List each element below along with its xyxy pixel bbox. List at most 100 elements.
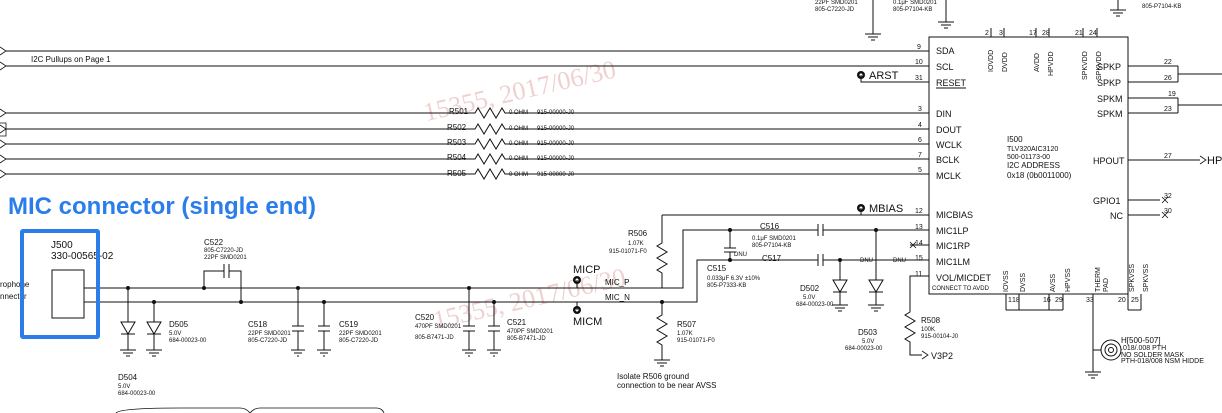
svg-text:MIC1LP: MIC1LP: [936, 226, 969, 236]
svg-text:AVSS: AVSS: [1050, 274, 1057, 292]
svg-text:SPKVDD: SPKVDD: [1096, 51, 1103, 80]
svg-text:13: 13: [915, 224, 923, 231]
svg-text:PTH-018/008 NSM HIDDE: PTH-018/008 NSM HIDDE: [1121, 358, 1204, 365]
svg-text:2: 2: [985, 30, 989, 37]
svg-text:nnector: nnector: [0, 292, 27, 301]
series-resistor-block: R501 R502 R503 R504 R505 0 OHM 915-00000…: [6, 107, 929, 180]
top-right-pn: 805-P7104-KB: [1142, 4, 1181, 10]
c515: DNU C515 0.033μF 6.3V ±10% 805-P7333-KB: [707, 228, 761, 289]
svg-text:3: 3: [999, 30, 1003, 37]
svg-text:5: 5: [918, 167, 922, 174]
svg-text:1.07K: 1.07K: [677, 331, 693, 337]
ic-addr-label: I2C ADDRESS: [1007, 161, 1060, 170]
ic-right-pins: 22 26 19 23 27 32 30 SPKP SPKP SPKM SPKM…: [1093, 59, 1222, 221]
svg-text:DIN: DIN: [936, 109, 952, 119]
svg-text:C515: C515: [707, 264, 727, 273]
svg-text:17: 17: [1029, 30, 1037, 37]
svg-text:915-00104-J0: 915-00104-J0: [921, 334, 959, 340]
svg-text:10: 10: [915, 59, 923, 66]
svg-text:MIC_N: MIC_N: [605, 293, 630, 302]
svg-text:NC: NC: [1110, 211, 1123, 221]
svg-text:RESET: RESET: [936, 78, 967, 88]
top-cap-a-value: 22PF SMD0201: [815, 0, 858, 6]
svg-text:SPKVSS: SPKVSS: [1143, 264, 1150, 292]
svg-text:DNU: DNU: [860, 258, 873, 264]
svg-text:.018/.008 PTH: .018/.008 PTH: [1121, 345, 1166, 352]
svg-text:0 OHM: 0 OHM: [509, 126, 528, 132]
svg-text:NO SOLDER MASK: NO SOLDER MASK: [1121, 352, 1184, 359]
svg-text:32: 32: [1164, 193, 1172, 200]
svg-text:0.033μF 6.3V ±10%: 0.033μF 6.3V ±10%: [707, 276, 761, 282]
svg-text:R501: R501: [449, 107, 469, 116]
svg-text:27: 27: [1164, 153, 1172, 160]
svg-text:AVDD: AVDD: [1034, 53, 1041, 72]
svg-text:MICBIAS: MICBIAS: [936, 210, 973, 220]
svg-text:SDA: SDA: [936, 46, 955, 56]
svg-text:805-C7220-JD: 805-C7220-JD: [204, 248, 244, 254]
svg-text:33: 33: [1086, 297, 1094, 304]
svg-text:THERM: THERM: [1095, 267, 1102, 292]
svg-text:1: 1: [1008, 297, 1012, 304]
c516-val: 0.1μF SMD0201: [752, 236, 796, 242]
ground-symbol: [865, 0, 881, 41]
svg-text:WCLK: WCLK: [936, 140, 962, 150]
codec-ic-body: [928, 36, 1129, 295]
svg-text:J500: J500: [51, 240, 73, 251]
mic-lines: MIC_P MIC_N MICP MICM: [98, 224, 929, 328]
svg-text:915-01071-F0: 915-01071-F0: [609, 249, 647, 255]
svg-text:5.0V: 5.0V: [803, 295, 815, 301]
svg-text:5.0V: 5.0V: [862, 339, 874, 345]
ic-part: TLV320AIC3120: [1007, 146, 1058, 153]
svg-text:C519: C519: [339, 320, 359, 329]
svg-text:22PF SMD0201: 22PF SMD0201: [204, 255, 247, 261]
svg-text:R502: R502: [447, 123, 467, 132]
svg-text:R508: R508: [921, 316, 941, 325]
r508: R508 100K 915-00104-J0 V3P2: [904, 275, 959, 361]
i2c-wires: [6, 50, 929, 83]
svg-text:805-P7333-KB: 805-P7333-KB: [707, 283, 746, 289]
port-arrows: [0, 46, 7, 179]
svg-text:684-00023-00: 684-00023-00: [118, 391, 156, 397]
svg-text:IOVSS: IOVSS: [1003, 270, 1010, 292]
c516-pn: 805-P7104-KB: [752, 243, 791, 249]
r507: R507 1.07K 915-01071-F0: [654, 300, 715, 367]
svg-text:MIC1LM: MIC1LM: [936, 257, 970, 267]
ic-ref: I500: [1007, 135, 1023, 144]
svg-text:SPKVSS: SPKVSS: [1129, 264, 1136, 292]
svg-text:915-00000-J0: 915-00000-J0: [537, 156, 575, 162]
ic-top-pins: 2 3 17 28 21 24 IOVDD DVDD AVDD HPVDD SP…: [985, 28, 1103, 80]
svg-text:H[500-507]: H[500-507]: [1121, 336, 1161, 345]
top-cap-b-value: 0.1μF SMD0201: [893, 0, 937, 6]
svg-text:C518: C518: [248, 320, 268, 329]
svg-text:MIC_P: MIC_P: [605, 278, 629, 287]
svg-text:22PF SMD0201: 22PF SMD0201: [339, 331, 382, 337]
i2c-note: I2C Pullups on Page 1: [31, 55, 111, 64]
svg-text:R505: R505: [447, 169, 467, 178]
svg-text:25: 25: [1131, 297, 1139, 304]
connect-to-avdd-note: CONNECT TO AVDD: [932, 286, 990, 292]
svg-text:DNU: DNU: [734, 252, 747, 258]
svg-text:R506: R506: [628, 229, 648, 238]
svg-text:23: 23: [1164, 106, 1172, 113]
esd-diodes-connector: D505 5.0V 684-00023-00 D504 5.0V 684-000…: [118, 286, 207, 397]
svg-text:SPKP: SPKP: [1097, 62, 1121, 72]
svg-text:D504: D504: [118, 373, 138, 382]
svg-text:0 OHM: 0 OHM: [509, 156, 528, 162]
svg-text:805-B7471-JD: 805-B7471-JD: [415, 335, 454, 341]
svg-text:D505: D505: [169, 320, 189, 329]
svg-text:MBIAS: MBIAS: [869, 203, 903, 215]
svg-text:0 OHM: 0 OHM: [509, 110, 528, 116]
isolate-note-1: Isolate R506 ground: [617, 372, 689, 381]
isolate-note-2: connection to be near AVSS: [617, 381, 716, 390]
svg-text:1.07K: 1.07K: [628, 241, 644, 247]
svg-text:16: 16: [1043, 297, 1051, 304]
svg-text:11: 11: [915, 271, 922, 278]
svg-text:18: 18: [1012, 297, 1020, 304]
svg-text:28: 28: [1042, 30, 1050, 37]
svg-text:IOVDD: IOVDD: [988, 50, 995, 72]
svg-text:0 OHM: 0 OHM: [509, 172, 528, 178]
svg-text:C522: C522: [204, 238, 224, 247]
svg-text:SPKP: SPKP: [1097, 78, 1121, 88]
svg-text:DOUT: DOUT: [936, 125, 962, 135]
ic-pn: 500-01173-00: [1007, 154, 1050, 161]
